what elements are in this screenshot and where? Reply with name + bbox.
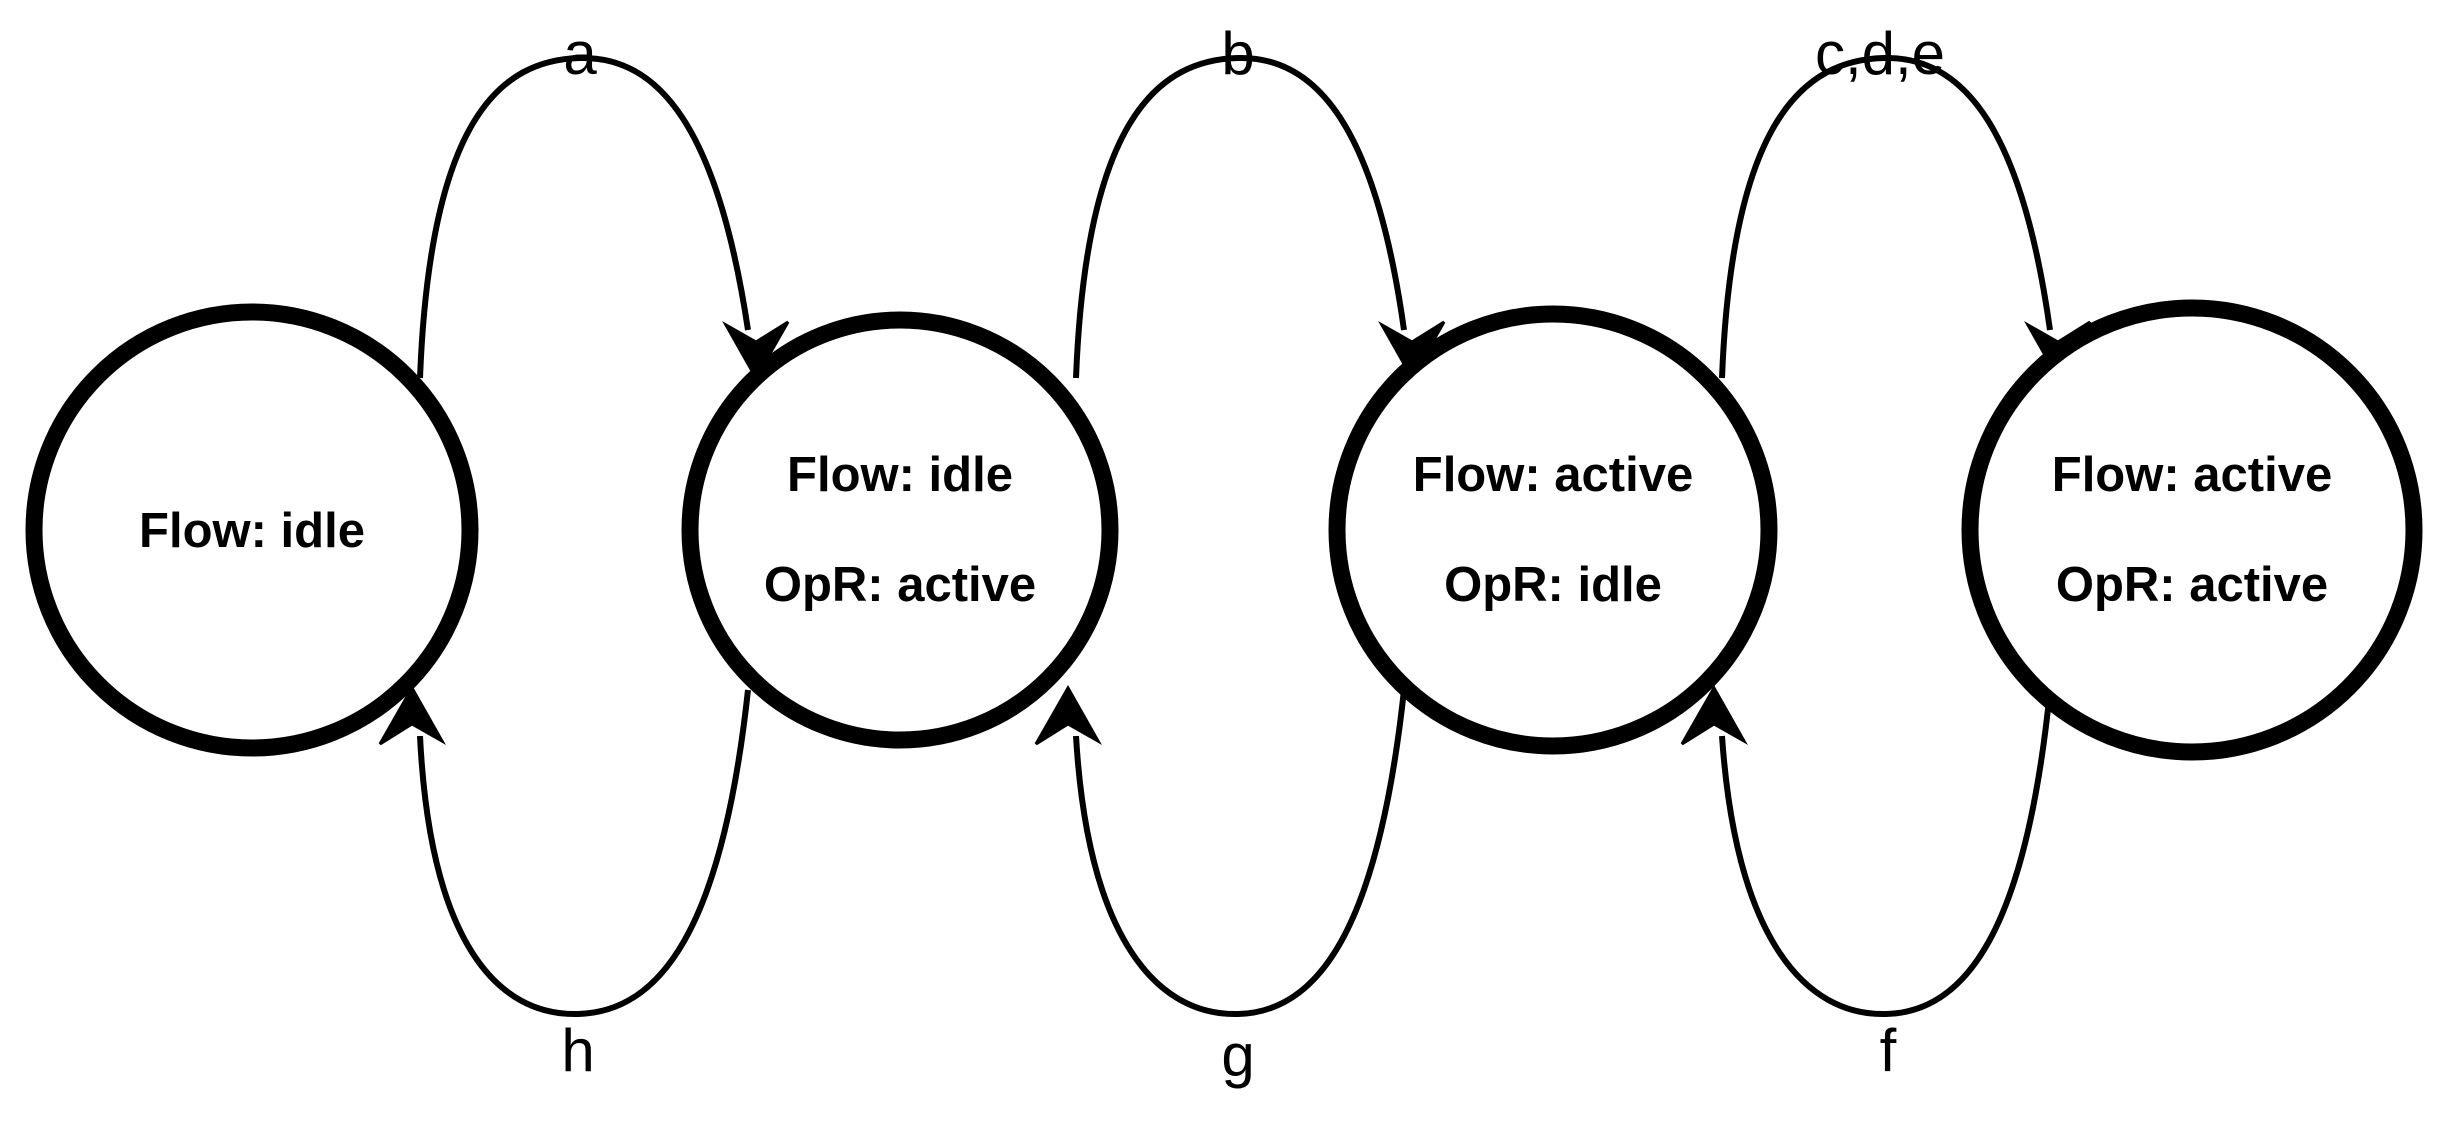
transition-a-arc <box>417 54 751 379</box>
state-node-2[interactable]: Flow: idle OpR: active <box>681 311 1119 749</box>
transition-b[interactable]: b <box>1073 20 1446 382</box>
transition-h-arc <box>417 689 751 1018</box>
state-node-3[interactable]: Flow: active OpR: idle <box>1328 305 1778 755</box>
transition-g-arc <box>1073 689 1407 1018</box>
transition-a-arrowhead <box>722 320 790 382</box>
state-4-circle[interactable] <box>1961 299 2423 761</box>
state-1-line-1: Flow: idle <box>139 504 365 558</box>
transition-g-arrowhead <box>1034 684 1102 746</box>
transition-h-arrowhead <box>378 684 446 746</box>
transition-cde-label: c,d,e <box>1815 20 1945 87</box>
state-2-line-1: Flow: idle <box>787 448 1013 502</box>
state-node-1[interactable]: Flow: idle <box>25 303 479 757</box>
transition-g-label: g <box>1221 1022 1254 1089</box>
state-2-line-2: OpR: active <box>764 558 1036 612</box>
state-4-line-1: Flow: active <box>2052 448 2332 502</box>
transition-h-label: h <box>561 1017 594 1084</box>
state-3-line-1: Flow: active <box>1413 448 1693 502</box>
transition-f-arrowhead <box>1680 684 1748 746</box>
transition-f-arc <box>1719 689 2053 1018</box>
transition-f[interactable]: f <box>1680 684 2053 1084</box>
transition-a-label: a <box>563 20 597 87</box>
transition-b-arc <box>1073 54 1407 379</box>
transition-f-label: f <box>1880 1017 1897 1084</box>
state-3-circle[interactable] <box>1328 305 1778 755</box>
transition-b-label: b <box>1221 20 1254 87</box>
state-2-circle[interactable] <box>681 311 1119 749</box>
transition-a[interactable]: a <box>417 20 790 382</box>
state-4-line-2: OpR: active <box>2056 558 2328 612</box>
state-1-circle[interactable] <box>25 303 479 757</box>
transition-h[interactable]: h <box>378 684 751 1084</box>
transition-cde-arc <box>1719 54 2053 379</box>
state-node-4[interactable]: Flow: active OpR: active <box>1961 299 2423 761</box>
transition-cde[interactable]: c,d,e <box>1719 20 2092 382</box>
transition-g[interactable]: g <box>1034 684 1407 1089</box>
state-3-line-2: OpR: idle <box>1444 558 1662 612</box>
